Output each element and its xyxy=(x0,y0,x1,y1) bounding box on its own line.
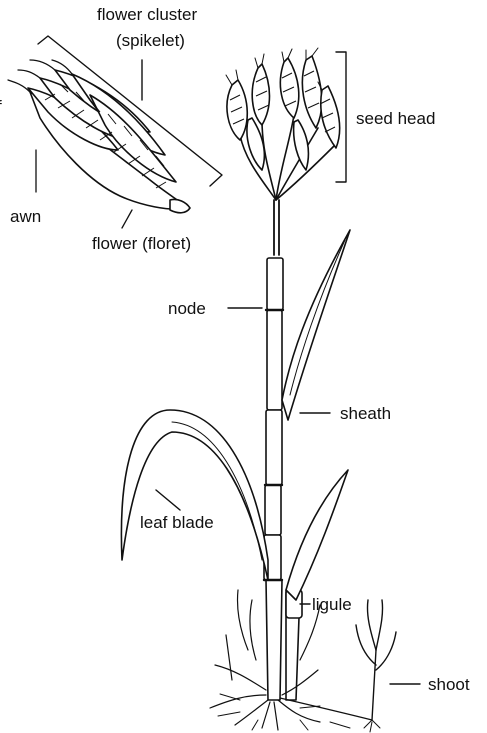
label-flower-floret: flower (floret) xyxy=(92,234,191,253)
label-node: node xyxy=(168,299,206,318)
label-cut-letter: f xyxy=(0,97,2,116)
label-sheath: sheath xyxy=(340,404,391,423)
label-spikelet: (spikelet) xyxy=(116,31,185,50)
label-leaf-blade: leaf blade xyxy=(140,513,214,532)
label-shoot: shoot xyxy=(428,675,470,694)
label-flower-cluster: flower cluster xyxy=(97,5,197,24)
main-stem xyxy=(264,258,302,700)
upper-leaf xyxy=(282,230,350,420)
shoot-illustration xyxy=(356,600,396,732)
spikelet-illustration xyxy=(8,60,190,228)
label-ligule: ligule xyxy=(312,595,352,614)
label-awn: awn xyxy=(10,207,41,226)
lower-right-leaf xyxy=(286,470,348,600)
label-seed-head: seed head xyxy=(356,109,435,128)
seed-head-illustration xyxy=(226,48,340,255)
leaf-blade xyxy=(121,410,268,580)
